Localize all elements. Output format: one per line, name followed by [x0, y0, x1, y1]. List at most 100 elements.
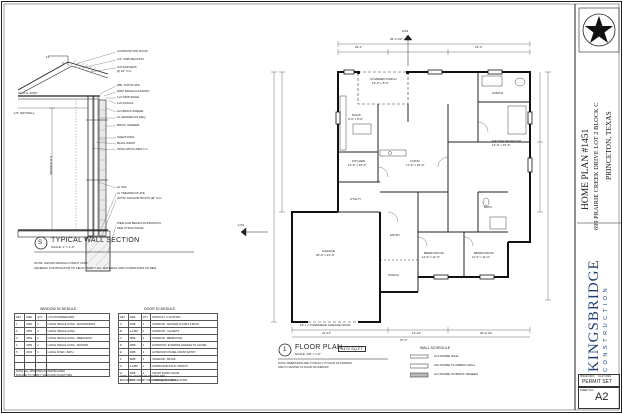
section-marker-letter: S — [38, 240, 43, 246]
cell: 3 — [13, 334, 26, 342]
floor-plan-drawing — [240, 34, 551, 338]
header-cell: PRODUCT / LOCATION — [150, 313, 218, 321]
wall-callout: 1x6 FASCIA — [117, 101, 134, 105]
header-cell: SIZE — [24, 313, 37, 321]
cell — [45, 355, 111, 363]
cell: D — [118, 341, 129, 349]
cell: 1 — [140, 348, 152, 356]
set-type: PERMIT SET — [582, 379, 612, 385]
cell: INTERIOR - BEDROOMS — [150, 334, 218, 342]
bottom-dimension: 21'-11" — [322, 331, 332, 335]
floor-plan-note: NOTE: DIMENSIONS ARE TYPICALLY TO FACE O… — [278, 362, 353, 365]
cell — [35, 362, 47, 370]
door-schedule-title: DOOR SCHEDULE — [144, 307, 176, 311]
pitch-run: 12 — [46, 55, 50, 59]
wall-callout: @ 24" O.C. — [117, 69, 133, 73]
header-cell: QTY — [35, 313, 47, 321]
cell: EXTERIOR / INTERIOR GARAGE TO HOUSE — [150, 341, 218, 349]
wall-callout: 2x4 BRICK FRIEZE — [117, 109, 144, 113]
header-cell: KEY — [118, 313, 129, 321]
pitch-rise: 6 — [62, 61, 64, 65]
room-label-garage: GARAGE — [322, 249, 335, 253]
cell: 2-2468 — [127, 327, 142, 335]
door-schedule-note2: BUILDER TO VERIFY SIZES AND QUANTITIES — [120, 379, 177, 382]
wall-callout: INSULATION PER C.C. — [117, 147, 149, 151]
room-label-covered-porch: COVERED PORCH — [370, 77, 397, 81]
room-label-nook: NOOK — [352, 113, 361, 117]
cell — [13, 362, 26, 370]
header-cell: SIZE — [127, 313, 142, 321]
bottom-dimension: 20'-6 1/2" — [480, 331, 493, 335]
window-schedule-title: WINDOW SCHEDULE — [40, 307, 77, 311]
wall-callout: W/7/8" ANCHOR BOLTS 48" O.C. — [117, 196, 163, 200]
wall-callout: PER STRUCTURAL — [117, 226, 145, 230]
wall-section-scale: SCALE: 1" = 1'-0" — [51, 245, 75, 249]
room-label-master-bedroom: MASTER BEDROOM — [492, 139, 521, 143]
room-size: 13'-0" x 15'-6" — [492, 143, 511, 147]
issue-box — [578, 374, 620, 387]
cell — [24, 355, 37, 363]
company-logo-text: KINGSBRIDGE — [586, 259, 602, 372]
wall-callout: 2x HEADER AS REQ. — [117, 115, 147, 119]
room-size: 11'-0" x 11'-0" — [422, 255, 441, 259]
floor-plan-note2: AND TO CENTER OF DOOR OR WINDOW — [278, 366, 329, 369]
header-cell: KEY — [13, 313, 26, 321]
cell: 4 — [140, 334, 152, 342]
section-ref-top: 2/A3 — [402, 29, 409, 33]
room-label-living: LIVING — [410, 159, 420, 163]
cell: LOW-E SINGLE HUNG — [45, 327, 111, 335]
room-size: 17'-5" x 15'-9" — [406, 163, 425, 167]
sheet-number-box — [578, 387, 620, 409]
cell: 2 — [13, 327, 26, 335]
cell — [35, 369, 47, 377]
wall-callout: BLDG WRAP — [117, 141, 136, 145]
table-row — [13, 355, 111, 363]
wall-legend-swatches — [410, 354, 429, 378]
wall-callout: BRICK VENEER — [117, 123, 140, 127]
floor-plan-area: 1472 SQ.FT. — [338, 346, 367, 352]
cell: G — [118, 362, 129, 370]
cell: 1 — [140, 320, 152, 328]
cell: E — [118, 348, 129, 356]
wall-callout: 1x3 DRIP EDGE — [117, 95, 140, 99]
table-row — [13, 369, 111, 377]
cell: LOW-E SINGLE HUNG - MASTER BATH — [45, 320, 111, 328]
wall-legend-item: 2x4 FRAME W/ BRICK VENEER — [434, 372, 478, 376]
wall-legend-item: 2x6 FRAME PLUMBING WALL — [434, 363, 476, 367]
cell: 3 — [35, 327, 47, 335]
cell: INTERIOR - BATHS — [150, 355, 218, 363]
room-size: 20'-0" x 21'-0" — [316, 253, 335, 257]
address-line-1: 699 PRAIRIE CREEK DRIVE LOT 2 BLOCK C — [593, 102, 600, 230]
floor-plan-marker — [278, 343, 292, 357]
room-label-bedroom-3: BEDROOM #3 — [474, 251, 494, 255]
room-label-bath: BATH — [484, 205, 492, 209]
table-row — [13, 362, 111, 370]
cell: 2668 — [127, 355, 142, 363]
window-schedule-note2: BUILDER TO VERIFY SIZES AND QUANTITIES — [16, 374, 73, 377]
cell: 3050 — [24, 320, 37, 328]
cell: 1 — [140, 341, 152, 349]
cell: B — [118, 327, 129, 335]
title-underline — [34, 251, 194, 253]
cell — [13, 355, 26, 363]
cell — [35, 355, 47, 363]
cell: 3068 — [127, 348, 142, 356]
title-underline — [278, 358, 388, 360]
cell: 1 — [140, 362, 152, 370]
top-dimension-3: 15'-4" — [475, 45, 483, 49]
cell: 3050 — [24, 327, 37, 335]
wall-schedule-title: WALL SCHEDULE — [420, 346, 451, 350]
room-size: 9'-0" x 8'-6" — [348, 117, 364, 121]
table-header-row: KEY SIZE QTY PRODUCT / LOCATION — [118, 313, 218, 321]
cell: 3050 — [24, 334, 37, 342]
cell: 3 — [140, 327, 152, 335]
wall-callout: SHEATHING — [117, 135, 135, 139]
room-label-utility: UTILITY — [350, 197, 362, 201]
